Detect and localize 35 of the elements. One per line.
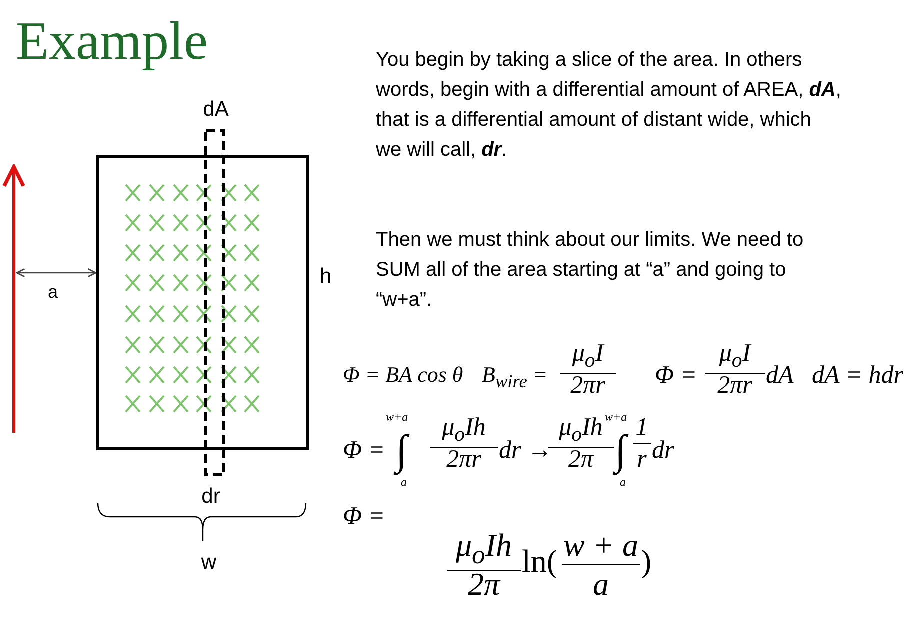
formula-text: dr → xyxy=(499,437,552,466)
formula-text: Φ = xyxy=(343,437,386,466)
formula-text: B$_{wire}$ = xyxy=(482,362,548,392)
fraction-denominator: 2πr xyxy=(446,446,482,475)
formula-text: dr xyxy=(652,437,674,466)
formula-text: Φ = xyxy=(655,362,698,391)
dimension-label: h xyxy=(320,265,332,290)
dimension-label: w xyxy=(200,551,218,576)
formula-text: Φ = BA cos θ xyxy=(343,362,464,388)
integral-limit: w+a xyxy=(605,411,628,425)
fraction-numerator: μ$_{o}$I xyxy=(560,340,616,374)
fraction-denominator: a xyxy=(592,566,610,603)
fraction-denominator: 2πr xyxy=(570,372,606,401)
formula-text: dA = hdr xyxy=(812,362,904,391)
fraction-numerator: μ$_{o}$Ih xyxy=(447,527,521,572)
formula-text: dA xyxy=(766,362,794,391)
fraction-numerator: μ$_{o}$Ih xyxy=(430,414,498,448)
slide-title: Example xyxy=(16,10,208,72)
dimension-label: a xyxy=(48,282,58,303)
integral-limit: a xyxy=(401,476,407,490)
paragraph: You begin by taking a slice of the area. In others words, begin with a differential amount of AREA, dA, that is a differential amount of distant wide, which we will call, dr. xyxy=(376,48,842,163)
paragraph: Then we must think about our limits. We need to SUM all of the area starting at “a” and going to “w+a”. xyxy=(376,228,805,313)
fraction-numerator: w + a xyxy=(562,527,640,565)
integral-limit: a xyxy=(620,476,626,490)
formula-text: ) xyxy=(641,543,652,580)
fraction-numerator: μ$_{o}$I xyxy=(705,340,765,374)
dimension-label: dr xyxy=(200,485,222,510)
integral-limit: w+a xyxy=(386,411,408,425)
formula-text: ln( xyxy=(522,543,558,580)
fraction-denominator: r xyxy=(636,446,648,475)
fraction-numerator: 1 xyxy=(633,414,651,444)
fraction-denominator: 2πr xyxy=(716,372,754,401)
fraction-denominator: 2π xyxy=(567,446,595,475)
dimension-label: dA xyxy=(202,98,230,122)
formula-text: Φ = xyxy=(343,503,386,532)
